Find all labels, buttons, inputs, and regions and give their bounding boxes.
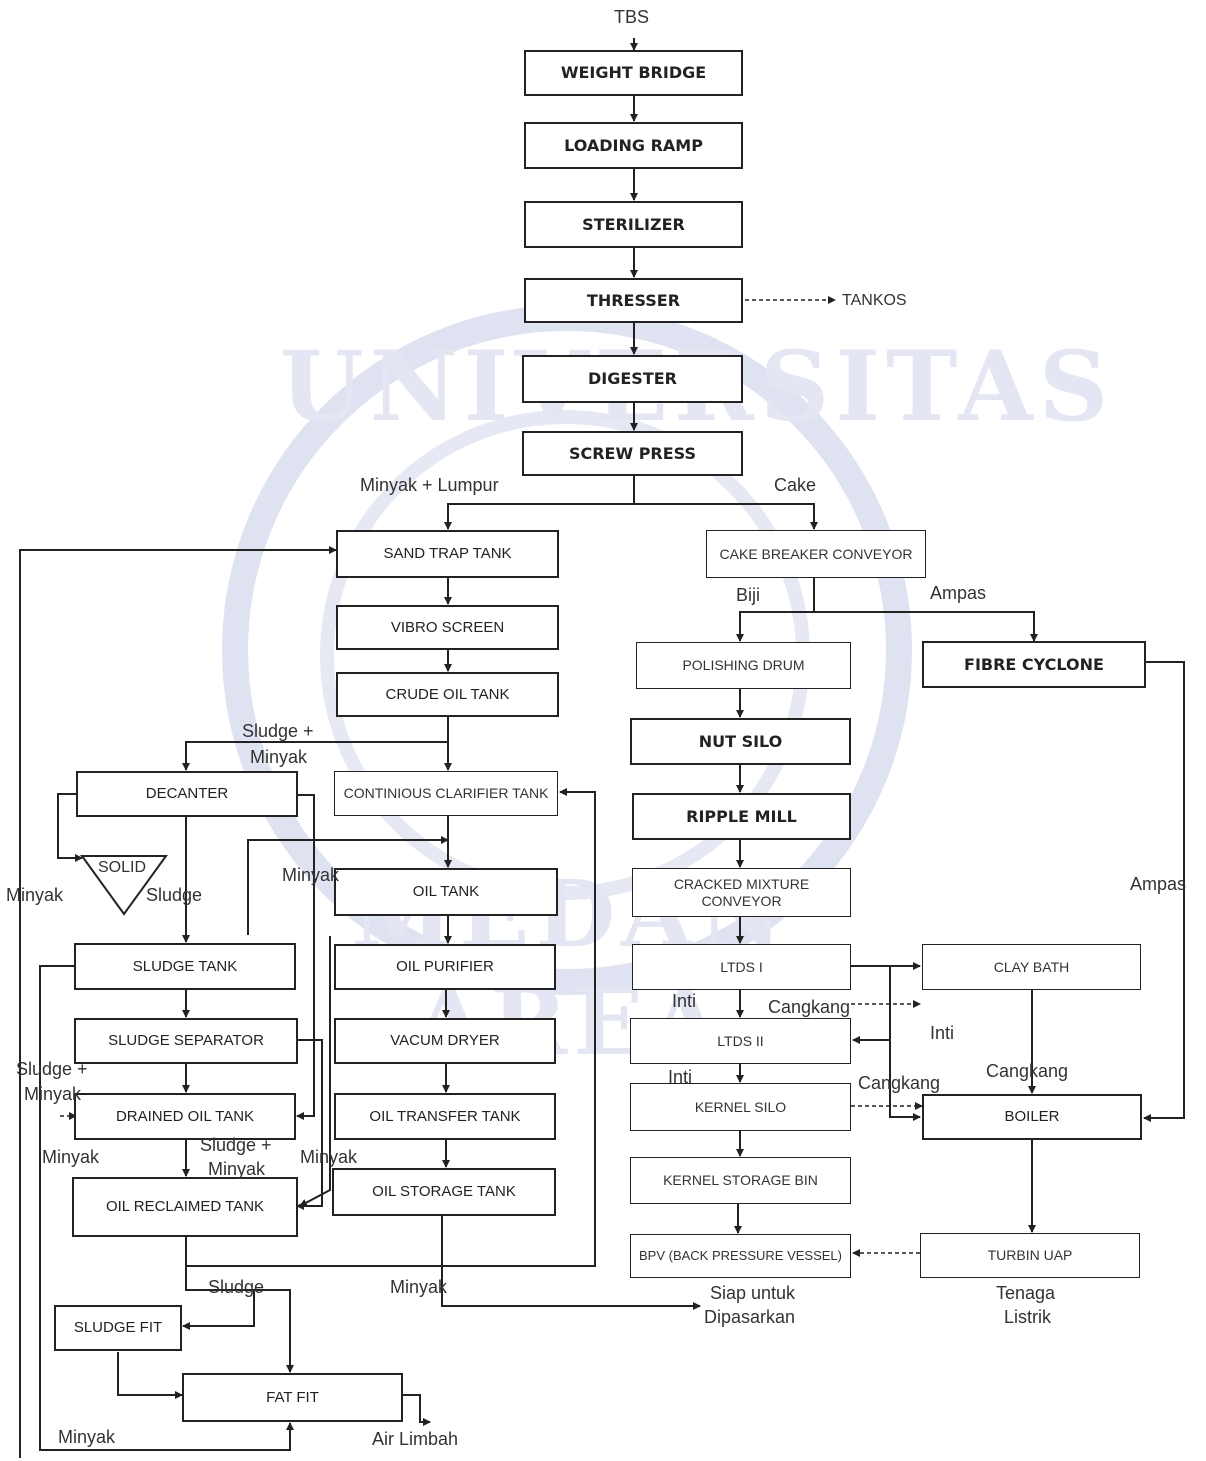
label-tenaga-b: Listrik	[1004, 1307, 1052, 1327]
node-oil-tank: OIL TANK	[334, 868, 558, 916]
label-sludge-minyak-1b: Minyak	[250, 747, 308, 767]
node-bpv: BPV (BACK PRESSURE VESSEL)	[630, 1234, 851, 1278]
label-tbs: TBS	[614, 7, 650, 27]
label-sludge-minyak-3a: Sludge +	[200, 1135, 272, 1155]
label-sludge-triangle: Sludge	[146, 885, 203, 905]
label-cangkang-1: Cangkang	[768, 997, 851, 1017]
node-oil-purifier: OIL PURIFIER	[334, 944, 556, 990]
label-sludge-bottom: Sludge	[208, 1277, 265, 1297]
label-inti-3: Inti	[668, 1067, 693, 1087]
node-digester: DIGESTER	[522, 355, 743, 403]
node-sand-trap-tank: SAND TRAP TANK	[336, 530, 559, 578]
label-minyak-drained: Minyak	[42, 1147, 100, 1167]
node-boiler: BOILER	[922, 1094, 1142, 1140]
node-fat-fit: FAT FIT	[182, 1373, 403, 1422]
label-tenaga-a: Tenaga	[996, 1283, 1056, 1303]
label-inti-2: Inti	[930, 1023, 955, 1043]
node-turbin-uap: TURBIN UAP	[920, 1233, 1140, 1278]
node-kernel-silo: KERNEL SILO	[630, 1083, 851, 1131]
label-cangkang-2: Cangkang	[986, 1061, 1069, 1081]
node-loading-ramp: LOADING RAMP	[524, 122, 743, 169]
label-cake: Cake	[774, 475, 817, 495]
node-ripple-mill: RIPPLE MILL	[632, 793, 851, 840]
node-vacum-dryer: VACUM DRYER	[334, 1018, 556, 1064]
label-sludge-minyak-2a: Sludge +	[16, 1059, 88, 1079]
node-polishing-drum: POLISHING DRUM	[636, 642, 851, 689]
node-clay-bath: CLAY BATH	[922, 944, 1141, 990]
node-vibro-screen: VIBRO SCREEN	[336, 605, 559, 650]
node-drained-oil-tank: DRAINED OIL TANK	[74, 1093, 296, 1140]
node-clarifier-tank: CONTINIOUS CLARIFIER TANK	[334, 771, 558, 816]
label-tankos: TANKOS	[842, 292, 907, 309]
node-oil-transfer-tank: OIL TRANSFER TANK	[334, 1093, 556, 1140]
label-sludge-minyak-3b: Minyak	[208, 1159, 266, 1179]
label-cangkang-3: Cangkang	[858, 1073, 941, 1093]
label-air-limbah: Air Limbah	[372, 1429, 459, 1449]
node-cake-breaker-conveyor: CAKE BREAKER CONVEYOR	[706, 530, 926, 578]
node-screw-press: SCREW PRESS	[522, 431, 743, 476]
node-kernel-storage-bin: KERNEL STORAGE BIN	[630, 1157, 851, 1204]
label-solid: SOLID	[98, 859, 147, 876]
label-biji: Biji	[736, 585, 761, 605]
node-nut-silo: NUT SILO	[630, 718, 851, 765]
label-minyak-oil: Minyak	[300, 1147, 358, 1167]
label-sludge-minyak-1a: Sludge +	[242, 721, 314, 741]
label-minyak-storage: Minyak	[390, 1277, 448, 1297]
label-ampas-1: Ampas	[930, 583, 987, 603]
node-oil-storage-tank: OIL STORAGE TANK	[332, 1168, 556, 1216]
node-ltds-2: LTDS II	[630, 1018, 851, 1064]
node-crude-oil-tank: CRUDE OIL TANK	[336, 672, 559, 717]
label-minyak-lumpur: Minyak + Lumpur	[360, 475, 499, 495]
label-ampas-2: Ampas	[1130, 874, 1187, 894]
solid-triangle	[80, 855, 168, 916]
node-sludge-tank: SLUDGE TANK	[74, 943, 296, 990]
label-minyak-left: Minyak	[6, 885, 64, 905]
node-ltds-1: LTDS I	[632, 944, 851, 990]
node-cracked-mixture-conveyor: CRACKED MIXTURE CONVEYOR	[632, 868, 851, 917]
node-sludge-separator: SLUDGE SEPARATOR	[74, 1018, 298, 1064]
node-oil-reclaimed-tank: OIL RECLAIMED TANK	[72, 1177, 298, 1237]
node-thresser: THRESSER	[524, 278, 743, 323]
label-minyak-bottom: Minyak	[58, 1427, 116, 1447]
node-fibre-cyclone: FIBRE CYCLONE	[922, 641, 1146, 688]
label-siap-a: Siap untuk	[710, 1283, 796, 1303]
label-siap-b: Dipasarkan	[704, 1307, 796, 1327]
label-sludge-minyak-2b: Minyak	[24, 1084, 82, 1104]
label-inti-1: Inti	[672, 991, 697, 1011]
node-decanter: DECANTER	[76, 771, 298, 817]
node-weight-bridge: WEIGHT BRIDGE	[524, 50, 743, 96]
node-sludge-fit: SLUDGE FIT	[54, 1305, 182, 1351]
node-sterilizer: STERILIZER	[524, 201, 743, 248]
label-minyak-mid: Minyak	[282, 865, 340, 885]
